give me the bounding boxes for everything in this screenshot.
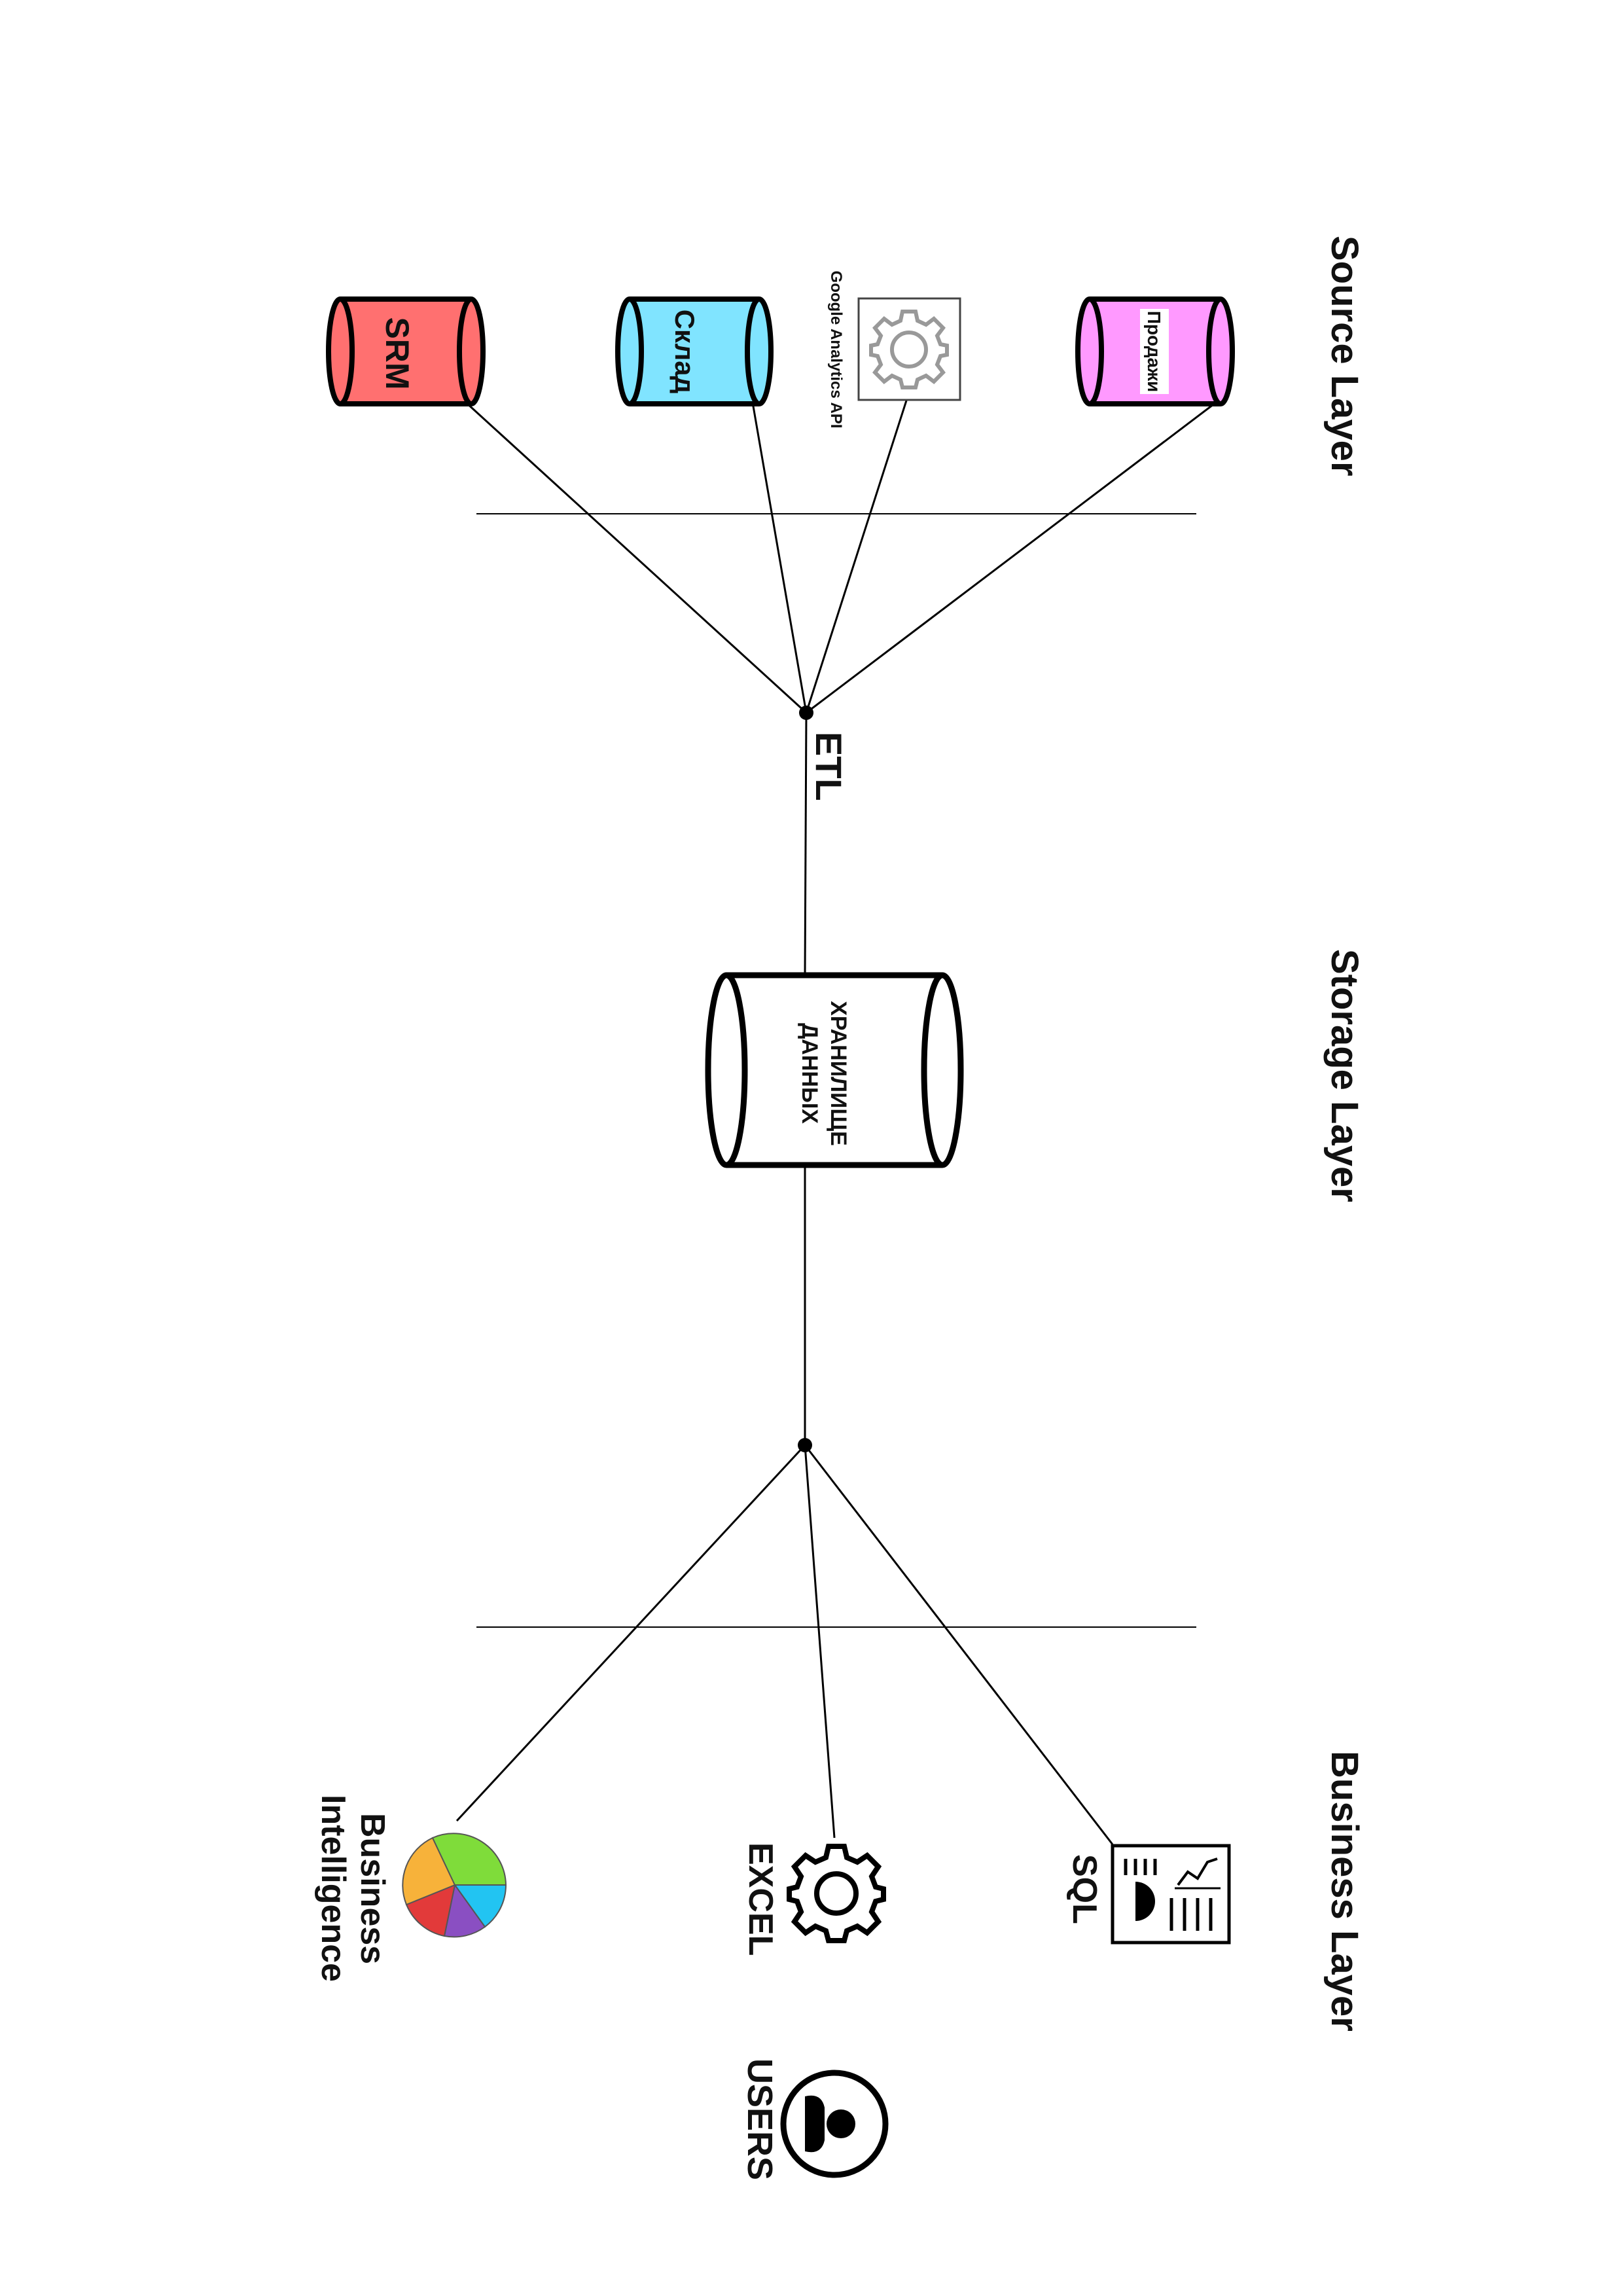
prodazhi-label: Продажи — [1144, 311, 1164, 392]
gear-icon — [869, 310, 949, 389]
bi-label-line2: Intelligence — [314, 1795, 352, 1982]
google-analytics-source: Google Analytics API — [827, 271, 961, 429]
edge-ga-etl — [805, 400, 908, 713]
pie-chart-icon — [402, 1833, 507, 1938]
srm-database: SRM — [326, 296, 486, 406]
excel-label: EXCEL — [741, 1842, 779, 1956]
sklad-database: Склад — [615, 296, 774, 406]
prodazhi-database: Продажи — [1075, 296, 1235, 406]
sklad-label: Склад — [669, 310, 700, 394]
source-layer-title: Source Layer — [1323, 236, 1366, 476]
bi-junction-node — [798, 1438, 812, 1452]
warehouse-label-line1: ХРАНИЛИЩЕ — [826, 1001, 851, 1146]
edge-node-excel — [804, 1444, 836, 1839]
edge-node-sql — [804, 1444, 1114, 1845]
warehouse-label-line2: ДАННЫХ — [797, 1023, 822, 1124]
sql-label: SQL — [1065, 1854, 1103, 1924]
user-circle-icon — [780, 2070, 889, 2178]
etl-label: ETL — [808, 732, 849, 801]
data-warehouse: ХРАНИЛИЩЕ ДАННЫХ — [705, 972, 964, 1168]
edge-prodazhi-etl — [806, 401, 1217, 714]
gear-icon — [787, 1844, 886, 1943]
edge-node-bi — [455, 1444, 806, 1822]
report-document-icon — [1111, 1844, 1231, 1945]
edge-etl-warehouse — [804, 712, 808, 976]
google-analytics-label: Google Analytics API — [827, 271, 845, 429]
business-layer-title: Business Layer — [1323, 1751, 1366, 2032]
edge-srm-etl — [465, 401, 808, 714]
storage-layer-title: Storage Layer — [1323, 949, 1366, 1202]
etl-node — [799, 706, 813, 720]
bi-label-line1: Business — [353, 1813, 391, 1964]
edge-sklad-etl — [751, 402, 808, 713]
users-label: USERS — [740, 2058, 779, 2180]
srm-label: SRM — [379, 317, 416, 389]
